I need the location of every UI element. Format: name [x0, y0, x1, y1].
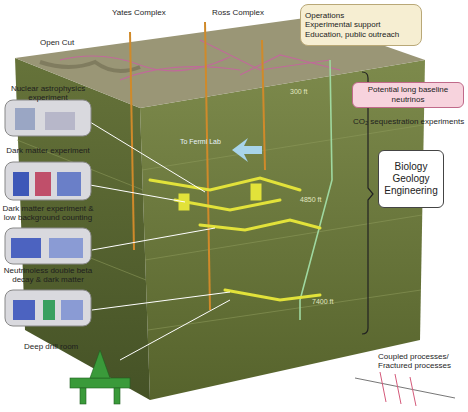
- annotation-label: Nuclear astrophysics experiment: [2, 84, 94, 102]
- surface-roads: [60, 40, 340, 80]
- ramp: [300, 60, 332, 320]
- annotation-label: 7400 ft: [312, 298, 352, 306]
- fracture-sketch: [355, 372, 455, 406]
- annotation-label: CO₂ sequestration experiments: [353, 117, 465, 126]
- info-box: Potential long baseline neutrinos: [352, 82, 464, 108]
- annotation-label: Coupled processes/ Fractured processes: [378, 352, 466, 370]
- drill-rig: [70, 350, 130, 404]
- box-text: Experimental support: [305, 20, 381, 30]
- direction-arrow: [232, 138, 262, 162]
- info-box: OperationsExperimental supportEducation,…: [300, 4, 422, 46]
- annotation-label: Neutrinoless double beta decay & dark ma…: [2, 266, 94, 284]
- annotation-label: Open Cut: [40, 38, 100, 47]
- box-text: Operations: [305, 11, 344, 21]
- annotation-label: 300 ft: [290, 88, 330, 96]
- shafts: [130, 22, 265, 310]
- box-text: Biology Geology Engineering: [383, 161, 439, 197]
- annotation-label: Dark matter experiment & low background …: [2, 204, 94, 222]
- open-cut-pit: [40, 62, 140, 71]
- box-text: Education, public outreach: [305, 30, 399, 40]
- info-box: Biology Geology Engineering: [378, 150, 444, 208]
- annotation-label: Ross Complex: [212, 8, 282, 17]
- annotation-label: To Fermi Lab: [180, 138, 232, 146]
- annotation-label: 4850 ft: [300, 196, 340, 204]
- bracket: [362, 72, 373, 334]
- rock-face: [140, 60, 425, 400]
- annotation-label: Dark matter experiment: [2, 146, 94, 155]
- leader-lines: [90, 122, 230, 360]
- annotation-label: Deep drill room: [24, 342, 104, 351]
- annotation-label: Yates Complex: [112, 8, 182, 17]
- box-text: Potential long baseline neutrinos: [357, 85, 459, 104]
- tunnels: [150, 178, 320, 300]
